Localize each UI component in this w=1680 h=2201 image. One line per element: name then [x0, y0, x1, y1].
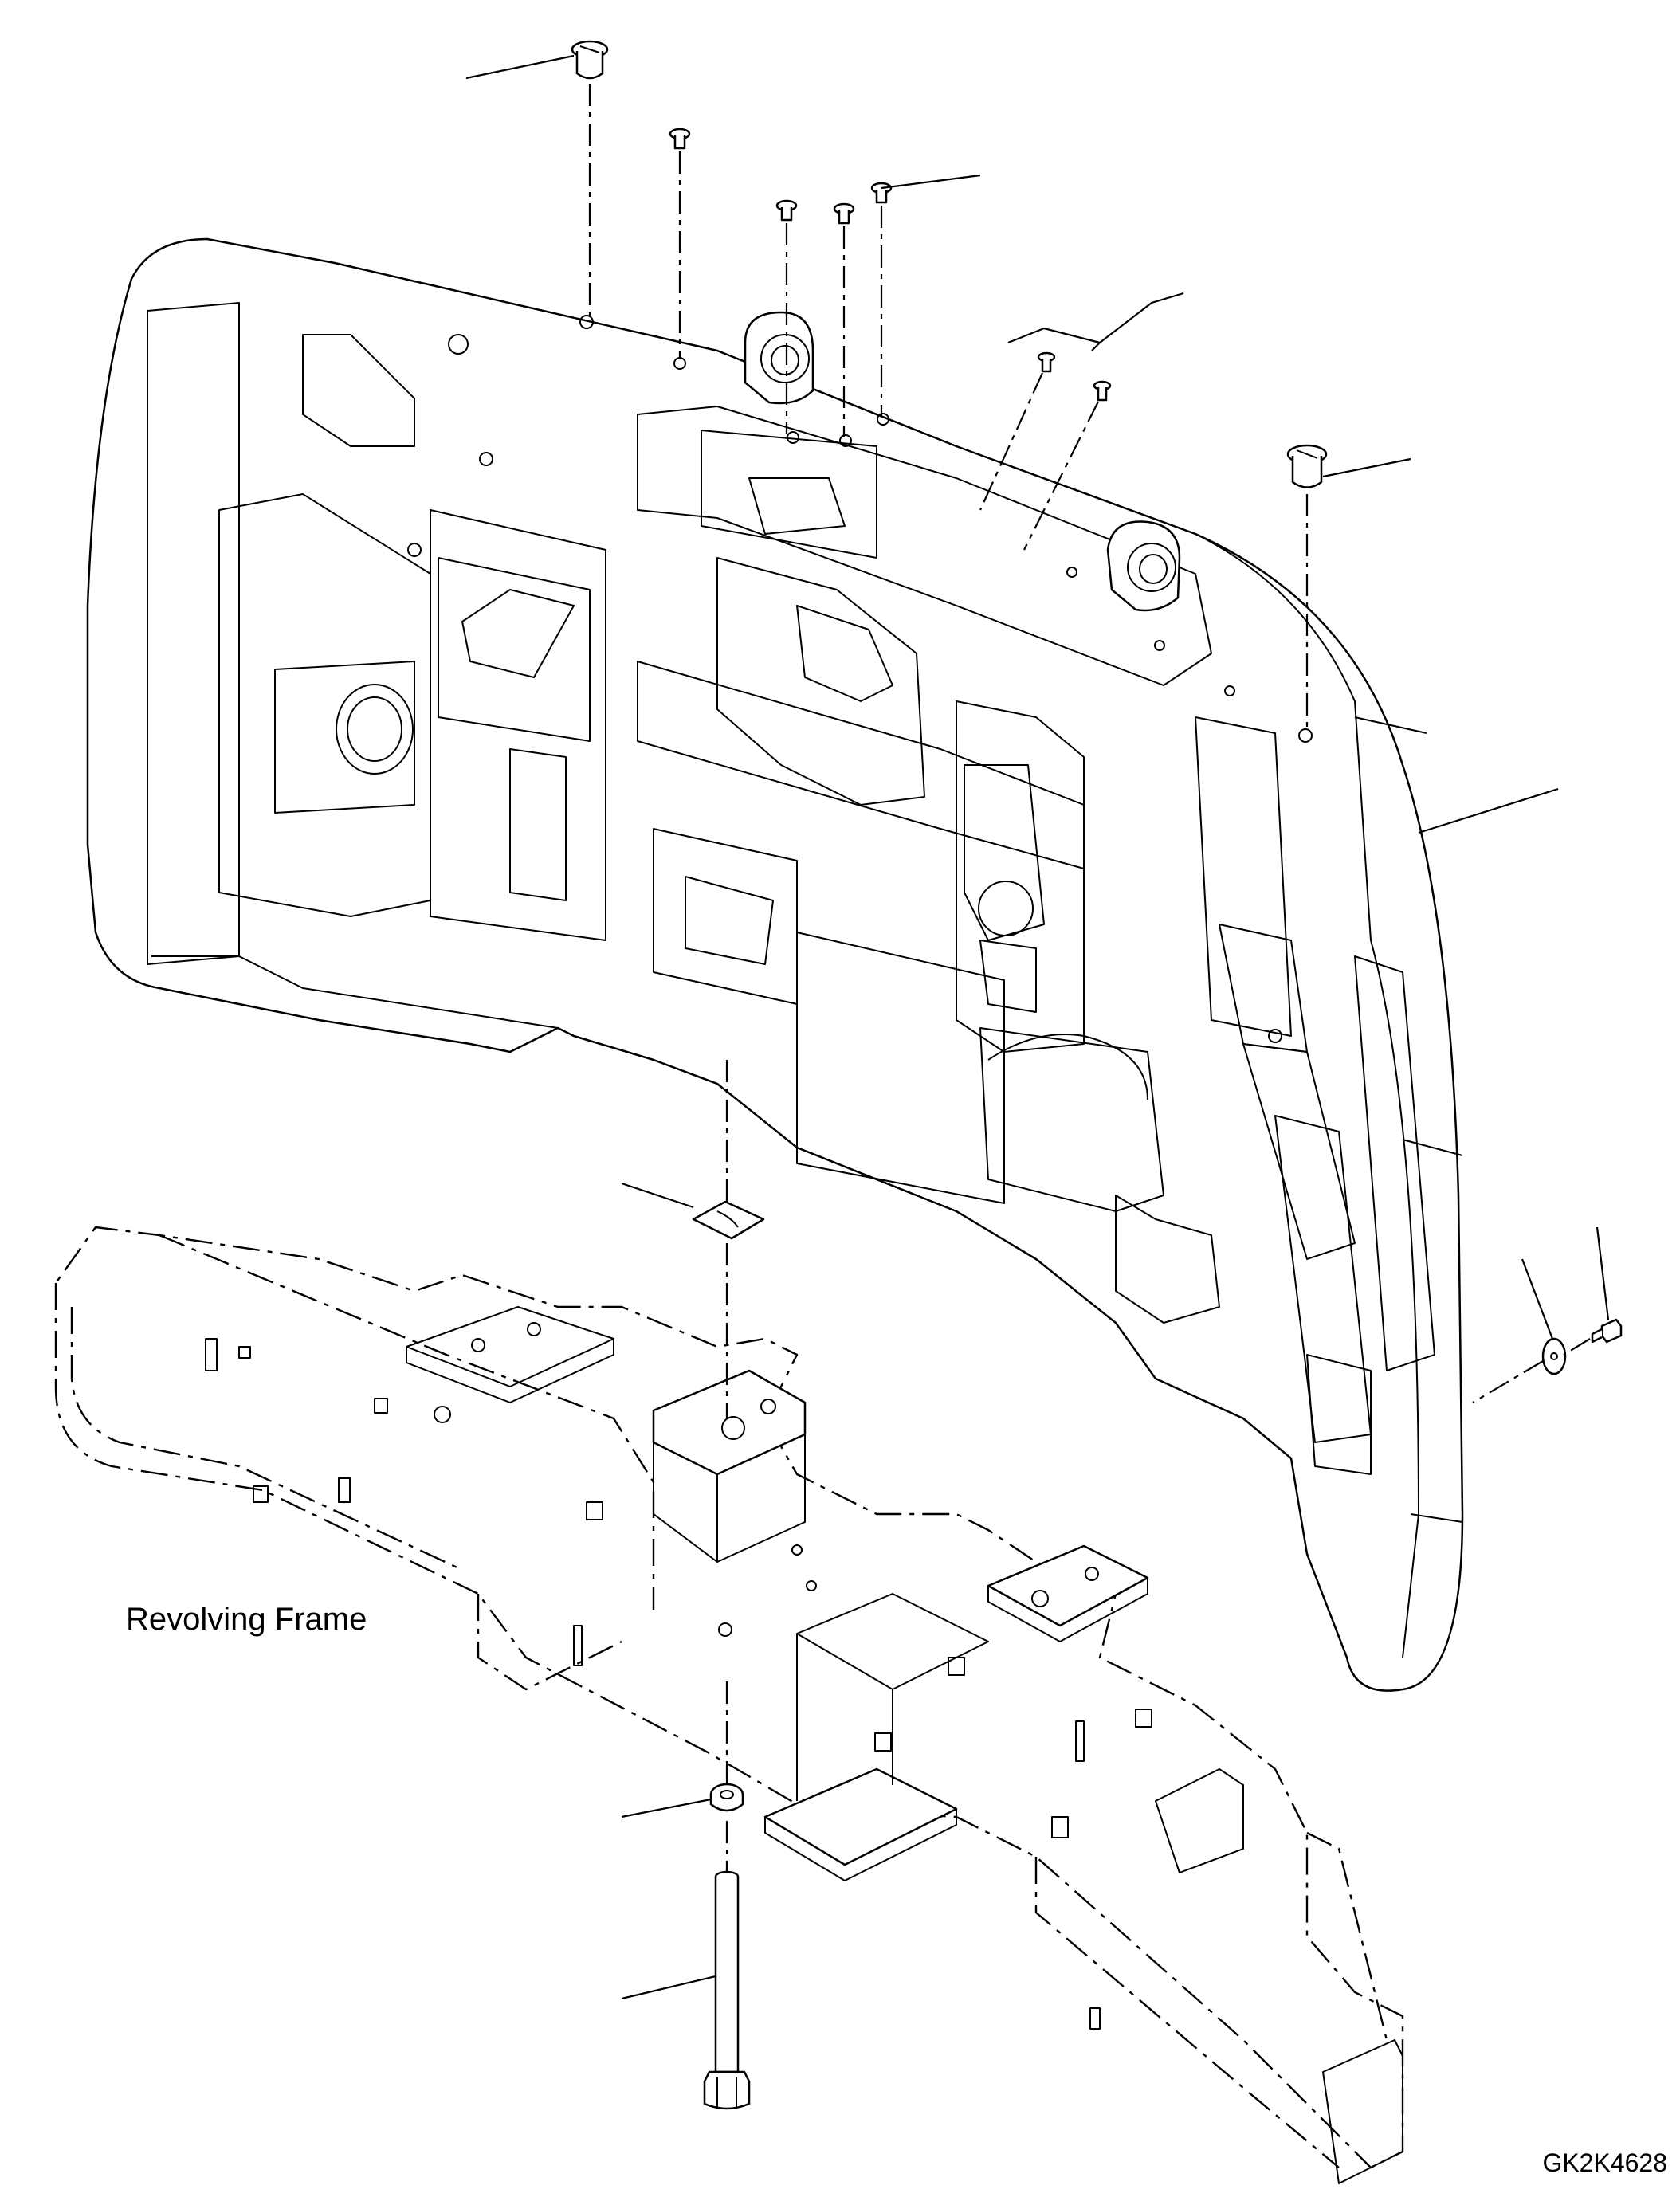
revolving-frame: [54, 1226, 1404, 2184]
top-holes: [407, 315, 1313, 1043]
lifting-eye-right: [1106, 520, 1181, 612]
cover-plug-right: [1286, 444, 1328, 488]
drawing-code: GK2K4628: [1542, 2148, 1667, 2177]
cover-plug-top: [571, 40, 609, 80]
leader-lines: [465, 54, 1610, 2000]
screw-right: [1591, 1318, 1623, 1344]
frame-blocks: [205, 1338, 1152, 2030]
lifting-eye-left: [744, 311, 814, 405]
counterweight: [86, 237, 1464, 1692]
shim: [692, 1200, 765, 1240]
washer-right: [1541, 1337, 1567, 1375]
spacer: [709, 1783, 744, 1812]
center-lines: [588, 84, 1591, 1873]
revolving-frame-label: Revolving Frame: [126, 1602, 367, 1637]
bolt: [703, 1870, 751, 2110]
